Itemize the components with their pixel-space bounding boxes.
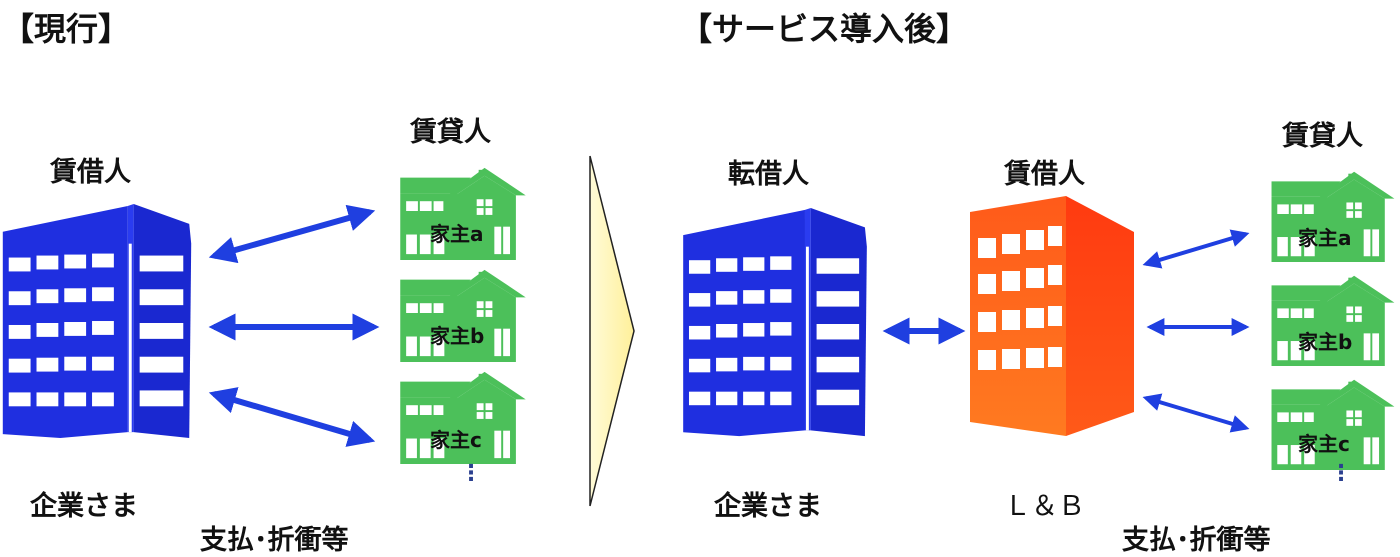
house-c-left-label: 家主c	[430, 428, 482, 452]
provider-building	[970, 196, 1134, 436]
company-building-right	[683, 208, 867, 437]
house-b-left-label: 家主b	[430, 324, 485, 348]
right-ellipsis: ⋮	[1330, 461, 1352, 486]
right-provider-label: Ｌ＆Ｂ	[1004, 491, 1085, 522]
right-heading: 【サービス導入後】	[680, 10, 969, 48]
left-heading: 【現行】	[2, 10, 131, 48]
left-lessee-label: 賃借人	[50, 157, 131, 188]
right-sublessee-label: 転借人	[728, 159, 809, 190]
left-ellipsis: ⋮	[460, 461, 482, 486]
left-payment-label: 支払･折衝等	[200, 525, 349, 556]
right-lessor-label: 賃貸人	[1282, 121, 1363, 152]
right-payment-label: 支払･折衝等	[1122, 525, 1271, 556]
left-company-label: 企業さま	[30, 491, 138, 522]
transition-arrow	[589, 155, 635, 507]
left-lessor-label: 賃貸人	[410, 117, 491, 148]
arrow-lessee-house-c	[208, 387, 376, 447]
company-building-left	[2, 204, 192, 439]
house-c-right-label: 家主c	[1298, 432, 1350, 456]
house-a-right-label: 家主a	[1298, 226, 1352, 250]
house-a-left-label: 家主a	[430, 222, 484, 246]
arrow-provider-house-c	[1142, 393, 1250, 433]
right-company-label: 企業さま	[714, 491, 822, 522]
arrow-lessee-house-a	[208, 204, 376, 264]
right-lessee-label: 賃借人	[1004, 159, 1085, 190]
arrow-provider-house-a	[1142, 229, 1250, 269]
house-b-right-label: 家主b	[1298, 330, 1353, 354]
